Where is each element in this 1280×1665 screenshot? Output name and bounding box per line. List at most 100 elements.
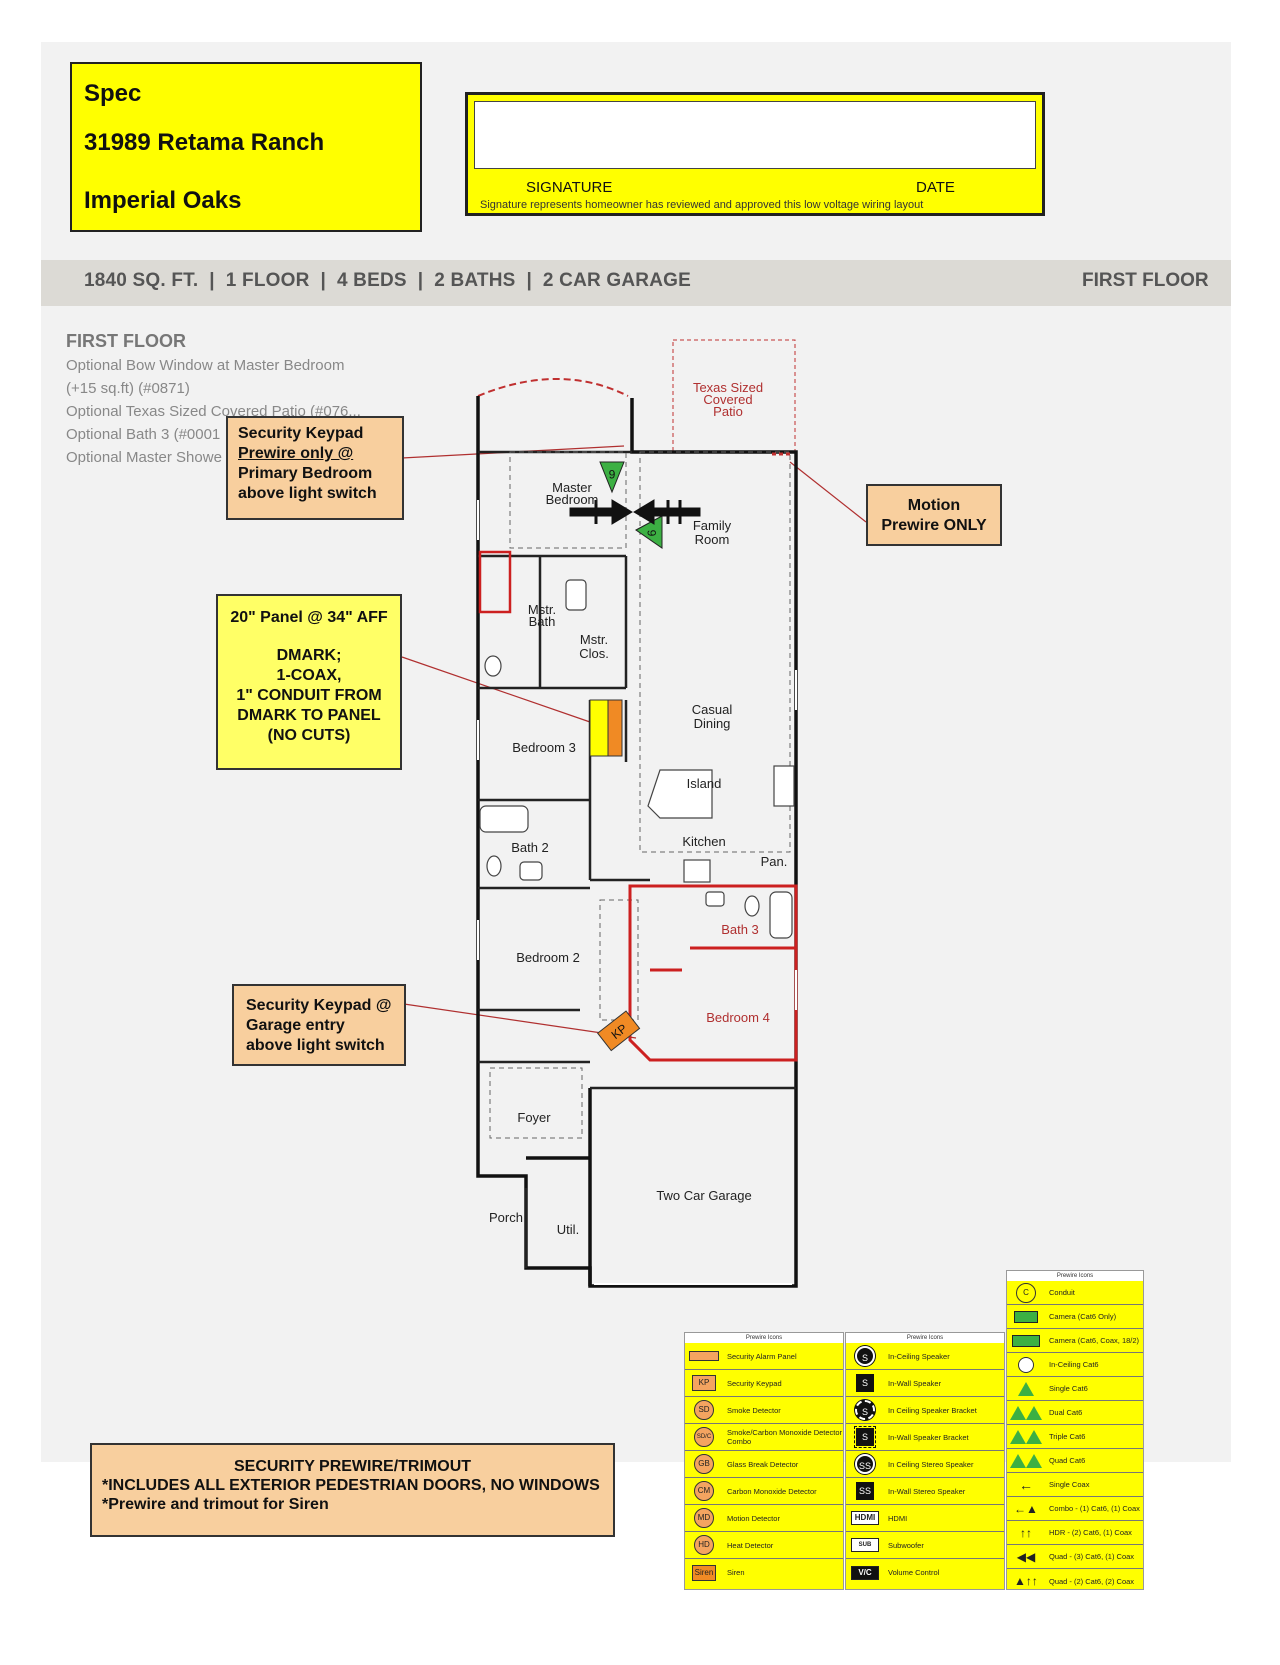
bedroom4-label: Bedroom 4 bbox=[706, 1010, 770, 1025]
alarm-panel-icon bbox=[589, 699, 623, 757]
legend-heading: Prewire Icons bbox=[846, 1333, 1004, 1343]
camera-icon: 6 bbox=[635, 515, 663, 549]
svg-text:Patio: Patio bbox=[713, 404, 743, 419]
legend-row: Camera (Cat6, Coax, 18/2) bbox=[1007, 1329, 1143, 1353]
casual-dining-label: Casual bbox=[692, 702, 733, 717]
home-summary: 1840 SQ. FT. | 1 FLOOR | 4 BEDS | 2 BATH… bbox=[84, 270, 691, 291]
single-coax-icon: ← bbox=[1019, 1476, 1033, 1493]
hdmi-icon: HDMI bbox=[851, 1511, 879, 1525]
pantry-label: Pan. bbox=[761, 854, 788, 869]
callout-line: above light switch bbox=[246, 1037, 385, 1054]
single-cat6-icon bbox=[1018, 1381, 1034, 1396]
smoke-detector-icon: SD bbox=[694, 1400, 714, 1420]
volume-control-icon: V/C bbox=[851, 1565, 879, 1580]
signature-field[interactable] bbox=[474, 101, 1036, 169]
option-item: Optional Bow Window at Master Bedroom bbox=[66, 357, 345, 374]
legend-row: In-Ceiling Cat6 bbox=[1007, 1353, 1143, 1377]
callout-line: Garage entry bbox=[246, 1017, 345, 1034]
option-item: Optional Bath 3 (#0001 bbox=[66, 426, 221, 443]
garage-label: Two Car Garage bbox=[656, 1188, 751, 1203]
camera-icon: 6 bbox=[599, 461, 625, 494]
camera-combo-icon bbox=[1012, 1334, 1040, 1347]
callout-line: DMARK; bbox=[276, 647, 342, 664]
glass-break-icon: GB bbox=[694, 1454, 714, 1474]
combo-icon: ←▲ bbox=[1014, 1501, 1038, 1516]
footer-line: *INCLUDES ALL EXTERIOR PEDESTRIAN DOORS,… bbox=[102, 1477, 600, 1494]
family-room-label: Family bbox=[693, 518, 732, 533]
callout-line: (NO CUTS) bbox=[267, 727, 351, 744]
interior-walls bbox=[478, 450, 796, 1268]
legend-row: ↑↑HDR - (2) Cat6, (1) Coax bbox=[1007, 1521, 1143, 1545]
svg-text:6: 6 bbox=[608, 467, 615, 481]
legend-row: Triple Cat6 bbox=[1007, 1425, 1143, 1449]
legend-row: ◀◀Quad - (3) Cat6, (1) Coax bbox=[1007, 1545, 1143, 1569]
legend-row: ←▲Combo - (1) Cat6, (1) Coax bbox=[1007, 1497, 1143, 1521]
callout-line: Primary Bedroom bbox=[238, 465, 373, 482]
callout-line: Prewire only @ bbox=[238, 445, 354, 462]
legend-heading: Prewire Icons bbox=[1007, 1271, 1143, 1281]
ceiling-speaker-bracket-icon: S bbox=[855, 1400, 875, 1420]
svg-text:Covered: Covered bbox=[703, 392, 752, 407]
ceiling-speaker-icon: S bbox=[855, 1346, 875, 1366]
kitchen-label: Kitchen bbox=[682, 834, 725, 849]
wall-speaker-icon: S bbox=[856, 1374, 874, 1392]
porch-label: Porch bbox=[489, 1210, 523, 1225]
quad-coax-icon: ◀◀ bbox=[1016, 1549, 1036, 1564]
bedroom2-label: Bedroom 2 bbox=[516, 950, 580, 965]
triple-cat6-icon bbox=[1026, 1429, 1042, 1444]
callout-line: 20" Panel @ 34" AFF bbox=[230, 609, 388, 626]
footer-line: *Prewire and trimout for Siren bbox=[102, 1496, 329, 1513]
callout-line: Motion bbox=[907, 497, 961, 514]
dual-cat6-icon bbox=[1010, 1405, 1026, 1420]
callout-line: DMARK TO PANEL bbox=[237, 707, 381, 724]
motion-callout: Motion Prewire ONLY bbox=[866, 484, 1002, 546]
svg-text:6: 6 bbox=[645, 529, 659, 536]
signature-label: SIGNATURE bbox=[526, 179, 613, 196]
keypad-garage-callout: Security Keypad @ Garage entry above lig… bbox=[232, 984, 406, 1066]
spec-line-1: Spec bbox=[84, 80, 142, 107]
callout-line: 1" CONDUIT FROM bbox=[236, 687, 382, 704]
motion-detector-icon: MD bbox=[694, 1508, 714, 1528]
mstr-bath-label: Mstr. bbox=[528, 602, 556, 617]
svg-text:Clos.: Clos. bbox=[579, 646, 609, 661]
svg-text:Bath: Bath bbox=[529, 614, 556, 629]
heat-detector-icon: HD bbox=[694, 1535, 714, 1555]
co-detector-icon: CM bbox=[694, 1481, 714, 1501]
keypad-primary-callout: Security Keypad Prewire only @ Primary B… bbox=[226, 416, 404, 520]
callout-line: Security Keypad @ bbox=[246, 997, 392, 1014]
util-label: Util. bbox=[557, 1222, 579, 1237]
signature-note: Signature represents homeowner has revie… bbox=[480, 199, 924, 211]
footer-title: SECURITY PREWIRE/TRIMOUT bbox=[233, 1458, 472, 1475]
callout-line: Prewire ONLY bbox=[881, 517, 987, 534]
fixtures bbox=[479, 579, 795, 939]
callout-line: Security Keypad bbox=[238, 425, 364, 442]
option-item: (+15 sq.ft) (#0871) bbox=[66, 380, 190, 397]
mstr-clos-label: Mstr. bbox=[580, 632, 608, 647]
spec-community: Imperial Oaks bbox=[84, 187, 242, 214]
svg-text:Room: Room bbox=[695, 532, 730, 547]
optional-bath3-outline bbox=[628, 884, 798, 1062]
svg-text:Dining: Dining bbox=[694, 716, 731, 731]
triple-cat6-icon bbox=[1010, 1429, 1026, 1444]
master-bedroom-label: Master bbox=[552, 480, 592, 495]
hdr-icon: ↑↑ bbox=[1020, 1525, 1032, 1540]
summary-band bbox=[41, 260, 1231, 306]
dashed-details bbox=[489, 451, 791, 1139]
camera-icon bbox=[1014, 1310, 1038, 1323]
panel-callout: 20" Panel @ 34" AFF DMARK; 1-COAX, 1" CO… bbox=[216, 594, 402, 770]
